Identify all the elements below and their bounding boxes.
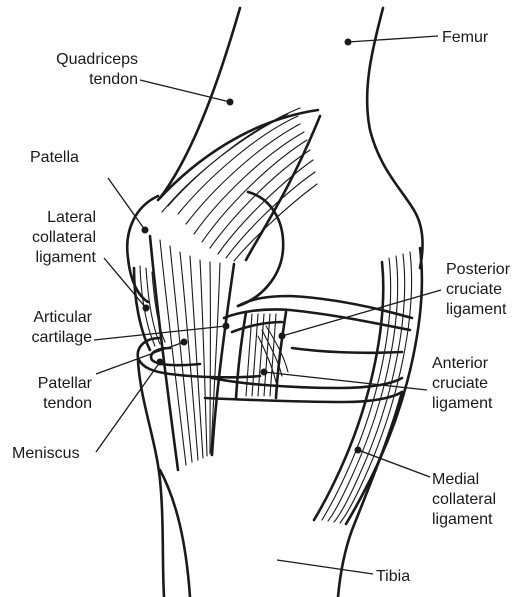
label-anterior-1: Anterior	[432, 355, 489, 372]
label-femur: Femur	[442, 29, 489, 46]
label-meniscus: Meniscus	[12, 445, 80, 462]
label-patellar-2: tendon	[43, 395, 92, 412]
label-tibia: Tibia	[376, 568, 410, 585]
leader-dots	[142, 39, 362, 454]
label-lateral-1: Lateral	[47, 209, 96, 226]
label-patella: Patella	[30, 149, 79, 166]
label-articular-1: Articular	[33, 309, 92, 326]
label-posterior-1: Posterior	[446, 261, 511, 278]
label-medial-1: Medial	[432, 471, 479, 488]
label-lateral-2: collateral	[32, 229, 96, 246]
label-posterior-2: cruciate	[446, 281, 502, 298]
labels: Femur Quadriceps tendon Patella Lateral …	[12, 29, 511, 585]
label-lateral-3: ligament	[36, 249, 97, 266]
label-anterior-3: ligament	[432, 395, 493, 412]
label-posterior-3: ligament	[446, 301, 507, 318]
label-quadriceps-1: Quadriceps	[56, 51, 138, 68]
patellar-tendon	[150, 236, 234, 470]
label-anterior-2: cruciate	[432, 375, 488, 392]
label-medial-3: ligament	[432, 511, 493, 528]
quadriceps-tendon-fibers	[158, 108, 320, 261]
label-quadriceps-2: tendon	[89, 71, 138, 88]
femur-right-edge	[367, 8, 422, 268]
label-articular-2: cartilage	[32, 329, 93, 346]
label-medial-2: collateral	[432, 491, 496, 508]
label-patellar-1: Patellar	[38, 375, 93, 392]
